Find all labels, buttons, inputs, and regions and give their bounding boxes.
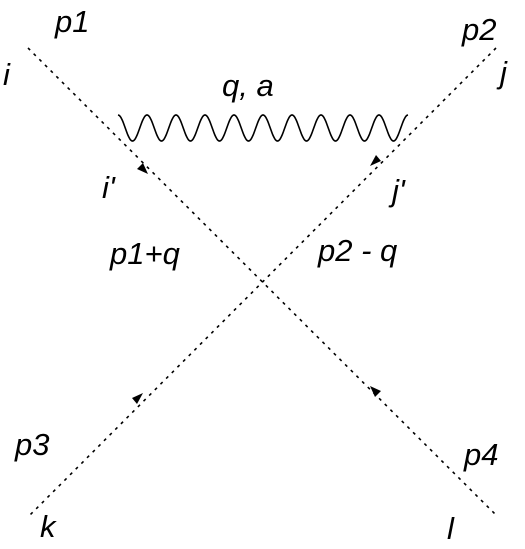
label-p3: p3 <box>14 427 49 462</box>
label-p1: p1 <box>54 4 89 39</box>
label-p2: p2 <box>461 12 496 47</box>
photon-line <box>117 114 409 142</box>
label-k: k <box>40 509 57 544</box>
arrow-i-prime <box>137 163 148 174</box>
label-i: i <box>3 57 11 92</box>
label-j-prime: j' <box>388 173 406 208</box>
label-j: j <box>496 55 508 90</box>
label-l: l <box>447 511 455 546</box>
line-p2-p3 <box>29 47 497 516</box>
label-p1-plus-q: p1+q <box>109 236 181 271</box>
arrow-p3 <box>132 393 143 404</box>
label-i-prime: i' <box>102 170 116 205</box>
label-photon: q, a <box>222 68 274 103</box>
arrow-j-prime <box>370 155 381 166</box>
label-p4: p4 <box>463 437 498 472</box>
arrow-p4 <box>370 386 381 397</box>
label-p2-minus-q: p2 - q <box>317 233 398 268</box>
